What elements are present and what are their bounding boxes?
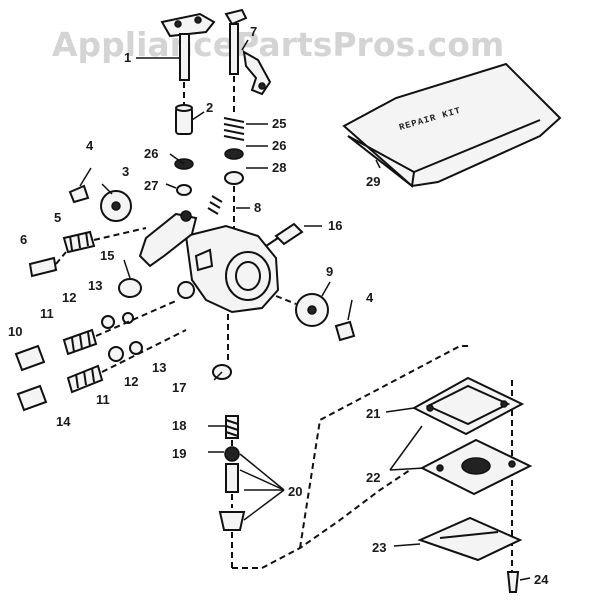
callout-26-right: 26 [272, 138, 286, 153]
callout-11-top: 11 [40, 306, 54, 321]
needle-screws [14, 299, 187, 412]
callout-28: 28 [272, 160, 286, 175]
callout-19: 19 [172, 446, 186, 461]
callout-numbers: 1 2 3 4 4 5 6 7 8 9 10 11 11 12 12 13 13… [8, 24, 549, 587]
throttle-spring [207, 195, 223, 215]
callout-14: 14 [56, 414, 71, 429]
fuel-inlet-fitting [265, 222, 304, 247]
repair-kit-box: REPAIR KIT [342, 62, 562, 188]
callout-11-bottom: 11 [96, 392, 110, 407]
idle-spring [223, 117, 245, 141]
callout-7: 7 [250, 24, 257, 39]
inlet-needle-stack [212, 314, 246, 568]
callout-29: 29 [366, 174, 380, 189]
callout-24: 24 [534, 572, 549, 587]
callout-5: 5 [54, 210, 61, 225]
carburetor-body [138, 210, 280, 314]
callout-2: 2 [206, 100, 213, 115]
callout-4-right: 4 [366, 290, 374, 305]
route-line-2 [299, 345, 470, 549]
pump-gasket [411, 376, 525, 436]
callout-26-left: 26 [144, 146, 158, 161]
callout-23: 23 [372, 540, 386, 555]
callout-8: 8 [254, 200, 261, 215]
callout-21: 21 [366, 406, 380, 421]
callout-17: 17 [172, 380, 186, 395]
cover-screw [68, 184, 90, 204]
callout-12-top: 12 [62, 290, 76, 305]
callout-6: 6 [20, 232, 27, 247]
idle-mixture-screw [28, 227, 147, 278]
callout-18: 18 [172, 418, 186, 433]
callout-13-top: 13 [88, 278, 102, 293]
welch-plug [118, 278, 142, 298]
callout-1: 1 [124, 50, 131, 65]
callout-25: 25 [272, 116, 286, 131]
callout-3: 3 [122, 164, 129, 179]
callout-12-bottom: 12 [124, 374, 138, 389]
callout-15: 15 [100, 248, 114, 263]
callout-13-bottom: 13 [152, 360, 166, 375]
callout-20: 20 [288, 484, 302, 499]
washer [224, 148, 244, 160]
route-line [232, 469, 411, 569]
callout-9: 9 [326, 264, 333, 279]
plate-screw [334, 320, 356, 342]
leader-lines [79, 39, 531, 581]
seal [224, 171, 244, 185]
callout-10: 10 [8, 324, 22, 339]
callout-22: 22 [366, 470, 380, 485]
seal-left [176, 184, 192, 196]
pump-cover [417, 516, 523, 562]
callout-27: 27 [144, 178, 158, 193]
callout-16: 16 [328, 218, 342, 233]
throttle-shaft-assembly [160, 12, 216, 135]
pump-diaphragm [419, 438, 533, 496]
choke-shaft-assembly [224, 8, 272, 112]
pump-screw [506, 571, 520, 593]
watermark: AppliancePartsPros.com [52, 25, 504, 64]
callout-4-left: 4 [86, 138, 94, 153]
